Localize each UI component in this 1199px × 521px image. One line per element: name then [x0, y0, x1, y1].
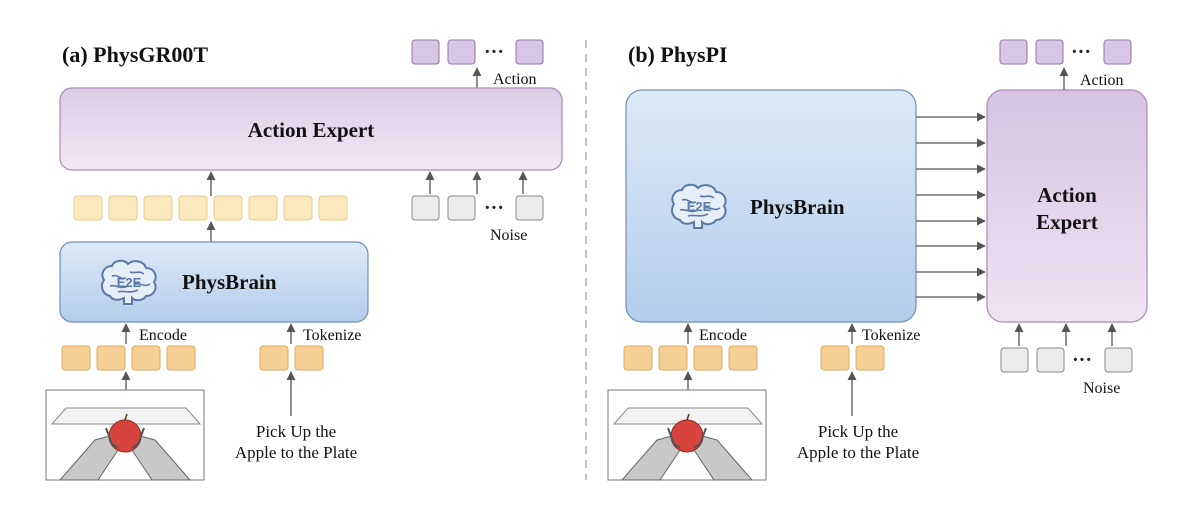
- noise-token: [1000, 347, 1029, 373]
- noise-token: [447, 195, 476, 221]
- physbrain-box-b: [625, 89, 917, 323]
- image-token: [658, 345, 688, 371]
- action-ellipsis: ···: [1071, 41, 1091, 63]
- noise-tokens-a: ···: [411, 195, 544, 221]
- action-tokens-b: ···: [999, 39, 1132, 65]
- apple-icon: [108, 419, 142, 453]
- image-token: [623, 345, 653, 371]
- noise-ellipsis: ···: [1072, 349, 1092, 371]
- observation-image-b: [607, 389, 767, 481]
- action-expert-label-b-line1: Action: [1037, 183, 1097, 207]
- instruction-b-line2: Apple to the Plate: [797, 443, 919, 462]
- panel-b: (b) PhysPI E2E PhysBrain Action Expert: [607, 39, 1148, 481]
- physbrain-label-a: PhysBrain: [182, 270, 277, 294]
- noise-label-b: Noise: [1083, 380, 1120, 397]
- action-token: [411, 39, 440, 65]
- action-tokens-a: ···: [411, 39, 544, 65]
- panel-a: (a) PhysGR00T ··· Action Action Expert: [45, 39, 563, 481]
- action-label-a: Action: [493, 71, 537, 88]
- noise-token: [1104, 347, 1133, 373]
- action-token: [999, 39, 1028, 65]
- action-label-b: Action: [1080, 72, 1124, 89]
- text-tokens-a: [259, 345, 324, 371]
- text-token: [294, 345, 324, 371]
- brain-icon: E2E: [101, 259, 157, 305]
- noise-ellipsis: ···: [484, 197, 504, 219]
- noise-tokens-b: ···: [1000, 347, 1133, 373]
- image-token: [693, 345, 723, 371]
- image-token: [131, 345, 161, 371]
- action-ellipsis: ···: [484, 41, 504, 63]
- action-expert-box-a: [59, 87, 563, 171]
- latent-token: [143, 195, 173, 221]
- brain-icon: E2E: [671, 183, 727, 229]
- panel-b-title: (b) PhysPI: [628, 42, 728, 67]
- latent-token: [73, 195, 103, 221]
- instruction-a-line1: Pick Up the: [256, 422, 336, 441]
- action-token: [515, 39, 544, 65]
- image-tokens-b: [623, 345, 758, 371]
- tokenize-label-a: Tokenize: [303, 327, 361, 344]
- latent-token: [283, 195, 313, 221]
- action-token: [1035, 39, 1064, 65]
- text-token: [820, 345, 850, 371]
- encode-label-a: Encode: [139, 327, 187, 344]
- action-token: [447, 39, 476, 65]
- image-token: [728, 345, 758, 371]
- panel-a-title: (a) PhysGR00T: [62, 42, 208, 67]
- latent-token: [178, 195, 208, 221]
- latent-tokens-a: [73, 195, 348, 221]
- text-tokens-b: [820, 345, 885, 371]
- noise-token: [411, 195, 440, 221]
- text-token: [855, 345, 885, 371]
- action-expert-label-a: Action Expert: [248, 118, 375, 142]
- instruction-b-line1: Pick Up the: [818, 422, 898, 441]
- noise-token: [515, 195, 544, 221]
- svg-text:E2E: E2E: [117, 275, 142, 290]
- image-tokens-a: [61, 345, 196, 371]
- apple-icon: [670, 419, 704, 453]
- latent-token: [108, 195, 138, 221]
- instruction-a-line2: Apple to the Plate: [235, 443, 357, 462]
- encode-label-b: Encode: [699, 327, 747, 344]
- latent-token: [213, 195, 243, 221]
- svg-text:E2E: E2E: [687, 199, 712, 214]
- text-token: [259, 345, 289, 371]
- latent-token: [318, 195, 348, 221]
- latent-token: [248, 195, 278, 221]
- observation-image-a: [45, 389, 205, 481]
- physbrain-label-b: PhysBrain: [750, 195, 845, 219]
- action-expert-box-b: [986, 89, 1148, 323]
- action-token: [1103, 39, 1132, 65]
- brain-to-expert-arrows: [916, 112, 986, 302]
- tokenize-label-b: Tokenize: [862, 327, 920, 344]
- action-expert-label-b-line2: Expert: [1036, 210, 1098, 234]
- noise-token: [1036, 347, 1065, 373]
- image-token: [166, 345, 196, 371]
- image-token: [96, 345, 126, 371]
- image-token: [61, 345, 91, 371]
- noise-label-a: Noise: [490, 227, 527, 244]
